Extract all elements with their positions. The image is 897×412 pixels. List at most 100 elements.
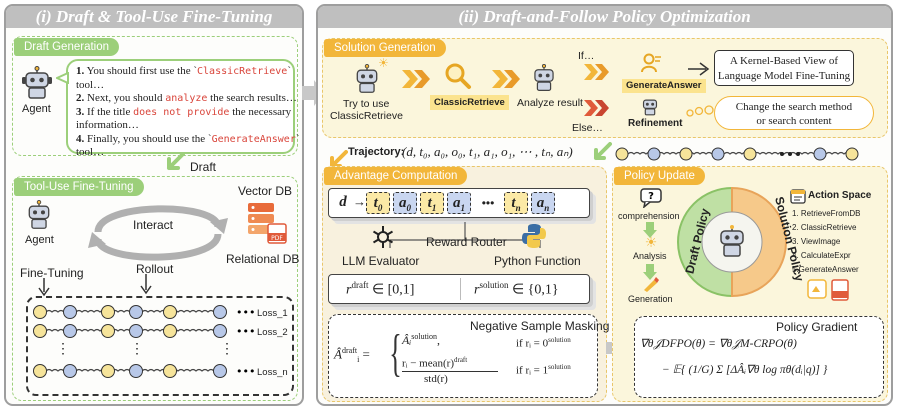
- r-solution-formula: rsolution ∈ {0,1}: [474, 280, 559, 298]
- agent-robot-icon: [20, 66, 54, 100]
- trajectory-ellipsis-dot: [788, 152, 792, 156]
- answer-line-2: Language Model Fine-Tuning: [717, 70, 851, 82]
- policy-circle: [676, 186, 788, 298]
- chain-node: [101, 364, 115, 378]
- tool-use-tag: Tool-Use Fine-Tuning: [14, 178, 144, 196]
- trajectory-chain: [615, 147, 859, 161]
- chain-ellipsis: •••: [236, 365, 255, 378]
- solution-robot-icon: [352, 64, 382, 94]
- policy-gradient-title: Policy Gradient: [776, 320, 858, 334]
- generate-answer-icon: [640, 52, 662, 74]
- chain-node: [213, 364, 227, 378]
- loss-label-2: Loss_2: [257, 327, 288, 338]
- chain-node: [129, 305, 143, 319]
- agent-label-2: Agent: [25, 234, 54, 246]
- try-label-1: Try to use: [343, 98, 390, 110]
- token-arrow: →: [353, 194, 366, 209]
- thought-dots: [686, 104, 714, 117]
- analysis-icon: ☀: [644, 234, 658, 250]
- chain-node: [163, 364, 177, 378]
- right-panel-title: (ii) Draft-and-Follow Policy Optimizatio…: [318, 6, 891, 28]
- svg-text:PDF: PDF: [271, 235, 283, 242]
- bubble-tail: [56, 72, 69, 84]
- generate-answer-chip: GenerateAnswer: [622, 79, 706, 93]
- vdots-3: ⋮: [220, 340, 234, 356]
- r-draft-formula: rdraft ∈ [0,1]: [346, 280, 415, 298]
- bubble-line-5: information…: [76, 119, 139, 131]
- chain-node: [213, 324, 227, 338]
- step-comprehension: comprehension: [618, 211, 680, 221]
- chain-node: [213, 305, 227, 319]
- fine-tuning-label: Fine-Tuning: [20, 266, 84, 280]
- reward-box: [328, 274, 590, 304]
- draft-speech-bubble: 1. You should first use the `ClassicRetr…: [66, 59, 300, 158]
- trajectory-node: [813, 147, 827, 161]
- masking-fraction-bar: [402, 371, 498, 372]
- bubble-line-1: 1. You should first use the `ClassicRetr…: [76, 65, 291, 77]
- action-2: 2. ClassicRetrieve: [792, 223, 857, 232]
- policy-gradient-box: [634, 316, 884, 398]
- masking-lhs: Âdrafti =: [334, 346, 370, 364]
- chain-node: [63, 324, 77, 338]
- trajectory-ellipsis-dot: [780, 152, 784, 156]
- classic-retrieve-chip: ClassicRetrieve: [430, 95, 509, 110]
- agent-label: Agent: [22, 103, 51, 115]
- interact-label: Interact: [133, 218, 174, 232]
- vector-db-label: Vector DB: [238, 184, 293, 198]
- chain-node: [63, 364, 77, 378]
- trajectory-node: [711, 147, 725, 161]
- draft-generation-tag: Draft Generation: [14, 38, 120, 56]
- comprehension-icon: ?: [640, 188, 662, 209]
- refinement-robot-icon: [640, 96, 660, 116]
- else-label: Else…: [572, 122, 603, 134]
- trajectory-node: [647, 147, 661, 161]
- trajectory-node: [679, 147, 693, 161]
- generation-icon: [642, 276, 660, 292]
- draft-label: Draft: [190, 160, 217, 174]
- left-panel-title: (i) Draft & Tool-Use Fine-Tuning: [6, 6, 302, 28]
- chevrons-else: [584, 100, 609, 116]
- chain-node: [163, 324, 177, 338]
- change-line-1: Change the search method: [735, 101, 853, 113]
- chain-node: [101, 305, 115, 319]
- step-generation: Generation: [628, 294, 673, 304]
- gradient-line-2: − 𝔼{ (1/G) Σ [ΔÂᵢ∇θ log πθ(dᵢ|q)] }: [662, 364, 828, 376]
- negative-masking-box: [328, 314, 598, 398]
- token-t: tn: [504, 192, 528, 214]
- interact-cycle-icon: [78, 192, 238, 270]
- magnifier-icon: [444, 62, 472, 90]
- llm-evaluator-label: LLM Evaluator: [342, 254, 420, 268]
- answer-box: A Kernel-Based View of Language Model Fi…: [714, 50, 854, 86]
- action-3: 3. ViewImage: [792, 237, 841, 246]
- bubble-line-4: 3. If the title does not provide the nec…: [76, 105, 292, 118]
- reward-router-label: Reward Router: [426, 235, 507, 249]
- gradient-line-1: ∇θ𝒥DFPO(θ) = ∇θ𝒥M-CRPO(θ): [640, 338, 797, 350]
- step-analysis: Analysis: [633, 251, 667, 261]
- chain-node: [163, 305, 177, 319]
- loss-label-n: Loss_n: [257, 367, 288, 378]
- masking-brace: {: [389, 325, 402, 382]
- chevrons-if: [584, 64, 609, 80]
- chain-node: [129, 324, 143, 338]
- trajectory-return-arrow: [594, 142, 612, 160]
- chevrons-2: [492, 70, 520, 88]
- analyze-robot-icon: [530, 64, 558, 92]
- bubble-line-6: 4. Finally, you should use the `Generate…: [76, 132, 300, 145]
- trajectory-node: [845, 147, 859, 161]
- chain-node: [63, 305, 77, 319]
- refinement-label: Refinement: [628, 118, 683, 129]
- action-space-title: Action Space: [808, 190, 872, 201]
- rollout-chains-box: [26, 296, 294, 396]
- bubble-line-3: 2. Next, you should analyze the search r…: [76, 92, 297, 104]
- masking-case-2-den: std(r): [424, 373, 448, 385]
- trajectory-node: [743, 147, 757, 161]
- vdots-2: ⋮: [130, 340, 144, 356]
- masking-case-1-cond: if rᵢ = 0solution: [516, 336, 571, 350]
- token-a: a0: [393, 192, 417, 214]
- token-d: d: [339, 194, 347, 210]
- bubble-line-2: tool…: [76, 78, 105, 91]
- tool-use-area: [12, 176, 298, 401]
- solution-generation-tag: Solution Generation: [324, 39, 446, 57]
- fine-tuning-arrow: [38, 278, 50, 297]
